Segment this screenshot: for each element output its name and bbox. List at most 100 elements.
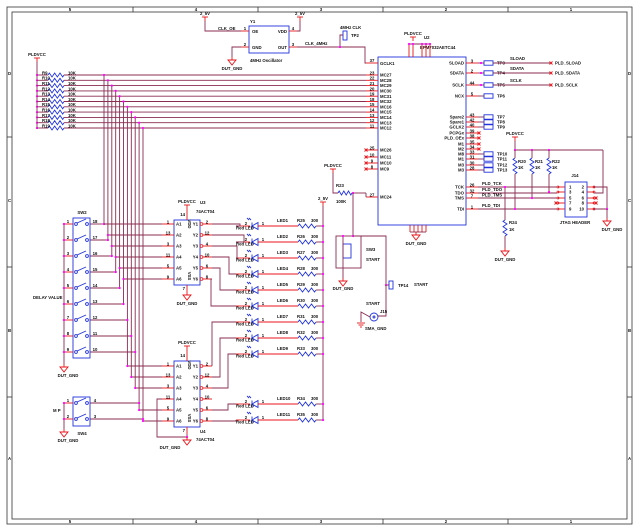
pullup-resistor xyxy=(47,125,65,131)
test-point-tp9 xyxy=(483,124,494,130)
pin-number: 4 xyxy=(206,241,209,246)
net-label: CLK_4MHz xyxy=(305,41,327,46)
junction-dot xyxy=(130,375,133,379)
resistor-value: 10K xyxy=(68,97,77,102)
pin-number: 38 xyxy=(470,133,475,138)
junction-dot xyxy=(62,286,66,290)
pin-name: Y1 xyxy=(193,364,199,369)
led-ref: LED3 xyxy=(277,250,289,255)
pin-name: MC10 xyxy=(380,161,392,166)
wire xyxy=(211,321,236,366)
zone-column-label: 1 xyxy=(570,519,573,524)
pin-number: 20 xyxy=(370,86,375,91)
pin-name: VDD xyxy=(187,360,192,369)
test-point-label: TP13 xyxy=(497,168,508,173)
junction-dot xyxy=(110,84,113,87)
ground-icon xyxy=(602,220,612,227)
wire xyxy=(594,150,604,194)
net-label: PLD_TDI xyxy=(482,203,500,208)
light-ray-icon xyxy=(248,249,252,253)
pin-number: 7 xyxy=(67,315,70,320)
junction-dot xyxy=(321,418,325,422)
zone-column-label: 5 xyxy=(69,7,72,12)
pin-number: 6 xyxy=(206,405,209,410)
pin-number: 8 xyxy=(206,274,209,279)
pin-number: 8 xyxy=(371,164,374,169)
pin-number: 9 xyxy=(167,416,170,421)
pin-number: 3 xyxy=(471,58,474,63)
pin-name: A1 xyxy=(176,222,182,227)
test-point-label: TP2 xyxy=(351,33,359,38)
pin-number: 14 xyxy=(180,212,185,217)
pin-number: 4 xyxy=(94,398,97,403)
pin-number: 33 xyxy=(470,149,475,154)
pin-number: 39 xyxy=(470,128,475,133)
junction-dot xyxy=(114,270,117,274)
resistor-value: 10K xyxy=(68,118,77,123)
pin-number: 10 xyxy=(205,394,210,399)
resistor-ref: R21 xyxy=(535,159,543,164)
junction-dot xyxy=(114,89,117,92)
ic-part-number: 74ACT04 xyxy=(196,209,215,214)
test-point-tp7 xyxy=(483,114,494,120)
junction-dot xyxy=(126,364,129,368)
switch-contact xyxy=(74,286,78,290)
led-ref: LED4 xyxy=(277,266,289,271)
resistor-ref: R10 xyxy=(42,76,50,81)
junction-dot xyxy=(110,254,113,258)
junction-dot xyxy=(118,95,121,98)
light-ray-icon xyxy=(248,329,252,333)
pin-number: 12 xyxy=(205,372,210,377)
pin-name: MC28 xyxy=(380,78,392,83)
pin-number: 10 xyxy=(579,207,584,212)
zone-row-label: A xyxy=(628,456,631,461)
connector-caption: START xyxy=(366,301,380,306)
zone-column-label: 2 xyxy=(445,519,448,524)
inverter-bubble xyxy=(199,244,204,248)
pin-name: SCLK xyxy=(452,83,465,88)
pin-number: 2 xyxy=(245,333,248,338)
switch-lever-icon xyxy=(76,346,87,352)
light-ray-icon xyxy=(246,297,250,301)
cpld-ref: U2 xyxy=(424,35,430,40)
pin-name: A6 xyxy=(176,277,182,282)
pin-number: 1 xyxy=(471,204,474,209)
pin-name: MC13 xyxy=(380,120,392,125)
wire xyxy=(360,311,371,322)
pullup-resistor-r23 xyxy=(337,190,353,196)
pin-name: Spare2 xyxy=(450,115,465,120)
pin-name: MC31 xyxy=(380,94,392,99)
pin-name: A3 xyxy=(176,244,182,249)
junction-dot xyxy=(62,350,66,354)
pin-number: 9 xyxy=(67,347,70,352)
switch-contact xyxy=(85,350,89,354)
test-point-label: TP14 xyxy=(398,283,409,288)
pin-number: 12 xyxy=(93,315,98,320)
ground-icon xyxy=(182,439,192,446)
junction-dot xyxy=(106,79,109,82)
pullup-resistor xyxy=(47,98,65,105)
pin-number: 1 xyxy=(262,237,265,242)
pin-name: VDD xyxy=(278,29,287,34)
dip-switch-sw4 xyxy=(72,396,91,427)
pin-name: A5 xyxy=(176,408,182,413)
junction-dot xyxy=(321,352,325,356)
inverter-bubble xyxy=(199,386,204,390)
wire xyxy=(212,337,236,378)
pin-number: 28 xyxy=(470,165,475,170)
junction-dot xyxy=(321,288,325,292)
led-ref: LED1 xyxy=(277,218,289,223)
test-point-label: TP11 xyxy=(497,157,508,162)
inverter-bubble xyxy=(199,375,204,379)
switch-caption: M P xyxy=(53,408,61,413)
resistor-ref: R9 xyxy=(42,70,48,75)
wire xyxy=(332,173,338,194)
no-connect-icon xyxy=(549,71,553,75)
inverter-u3 xyxy=(173,219,201,286)
led-ref: LED10 xyxy=(277,396,291,401)
pin-number: 2 xyxy=(245,349,248,354)
pin-number: 1 xyxy=(262,399,265,404)
ground-icon xyxy=(227,59,237,66)
pin-number: 2 xyxy=(67,235,70,240)
test-point-label: TP9 xyxy=(497,125,505,130)
